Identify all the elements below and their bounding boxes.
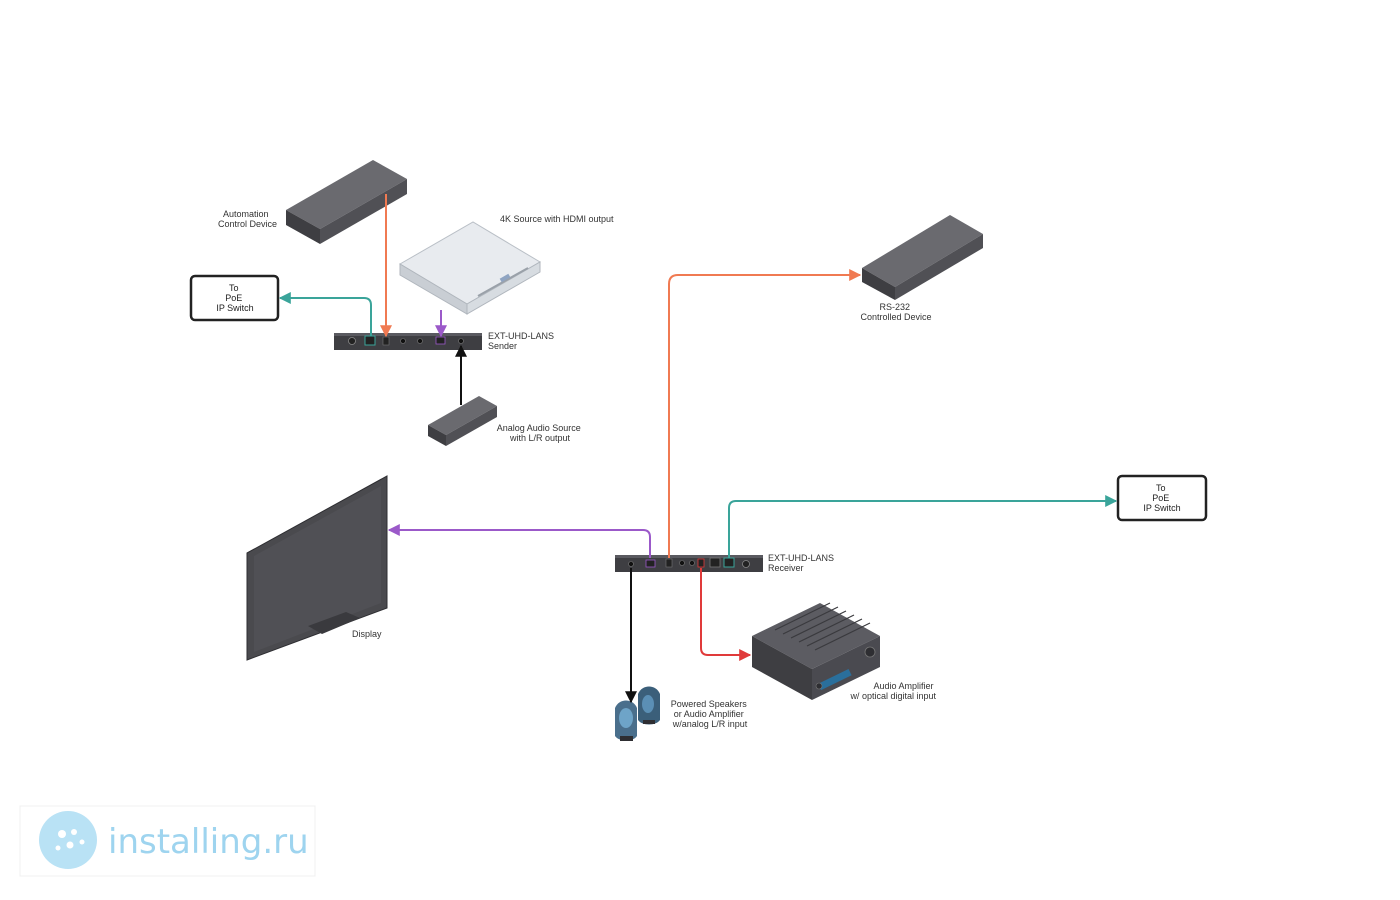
cable-receiver-poe (728, 495, 1118, 558)
display-label: Display (352, 629, 382, 639)
speakers-label: Powered Speakers or Audio Amplifier w/an… (671, 699, 750, 729)
receiver-label: EXT-UHD-LANS Receiver (768, 553, 837, 573)
svg-text:To PoE IP Switch: To PoE IP Switch (216, 283, 253, 313)
powered-speakers-device (615, 686, 660, 741)
rs232-controlled-device (862, 215, 983, 300)
sender-label: EXT-UHD-LANS Sender (488, 331, 557, 351)
cable-sender-poe (278, 292, 372, 336)
cable-receiver-rs232 (668, 269, 862, 558)
automation-control-device (286, 160, 407, 244)
rs232-label: RS-232 Controlled Device (860, 302, 931, 322)
amplifier-label: Audio Amplifier w/ optical digital input (849, 681, 936, 701)
cable-receiver-optical (700, 568, 752, 661)
ext-uhd-lans-sender (334, 333, 482, 350)
ext-uhd-lans-receiver (615, 555, 763, 572)
cable-receiver-hdmi (387, 524, 651, 558)
poe-switch-box-left: To PoE IP Switch (189, 274, 280, 322)
watermark: installing.ru (19, 805, 316, 877)
poe-switch-box-right: To PoE IP Switch (1116, 474, 1208, 522)
svg-text:To PoE IP Switch: To PoE IP Switch (1143, 483, 1180, 513)
watermark-text: installing.ru (108, 822, 309, 862)
4k-source-label: 4K Source with HDMI output (500, 214, 614, 224)
audio-amplifier-device (752, 602, 880, 700)
4k-source-device (399, 221, 541, 315)
watermark-logo-icon (39, 811, 97, 869)
display-device (246, 475, 388, 661)
analog-audio-source-device (428, 396, 497, 446)
analog-source-label: Analog Audio Source with L/R output (497, 423, 584, 443)
automation-label: Automation Control Device (218, 209, 277, 229)
